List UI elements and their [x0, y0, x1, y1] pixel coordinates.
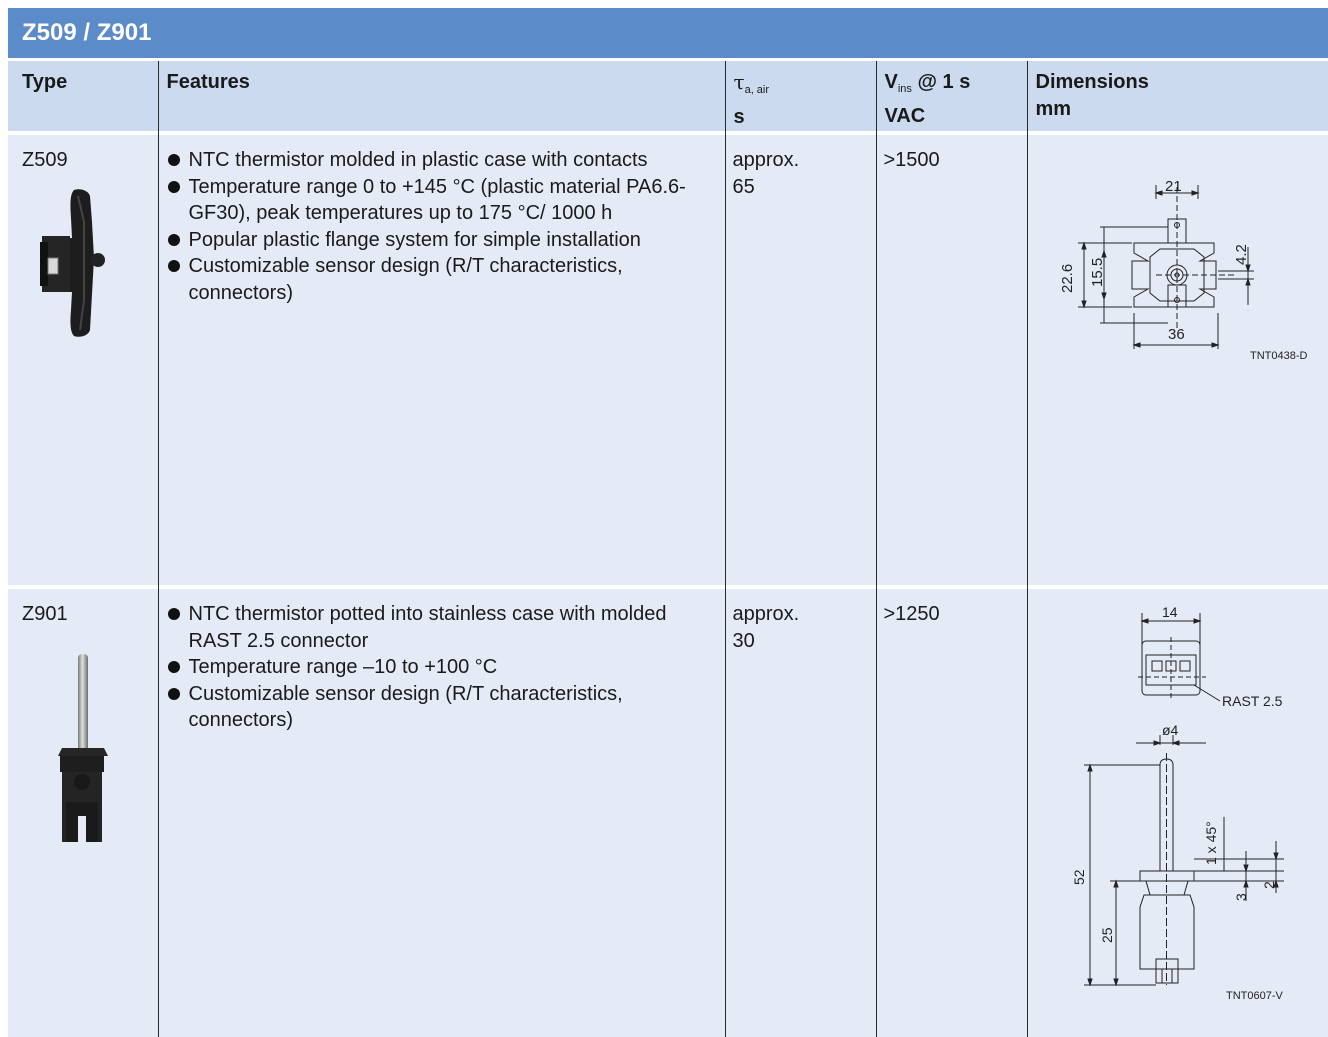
svg-text:36: 36: [1168, 326, 1185, 343]
vins-cell: >1250: [876, 589, 1027, 1037]
type-name: Z509: [22, 149, 68, 171]
list-item: Popular plastic flange system for simple…: [166, 227, 725, 254]
list-item: Customizable sensor design (R/T characte…: [166, 253, 725, 306]
list-item: Customizable sensor design (R/T characte…: [166, 681, 725, 734]
feature-list: NTC thermistor potted into stainless cas…: [166, 601, 725, 734]
page-title: Z509 / Z901: [8, 8, 1328, 58]
vins-cell: >1500: [876, 135, 1027, 585]
z901-product-image: [22, 636, 122, 856]
tau-subscript: a, air: [745, 84, 769, 96]
list-item: NTC thermistor potted into stainless cas…: [166, 601, 725, 654]
type-cell: Z901: [8, 589, 158, 1037]
vins-subscript: ins: [898, 83, 912, 95]
svg-text:52: 52: [1071, 869, 1087, 885]
vins-condition: @ 1 s: [912, 71, 970, 93]
list-item: Temperature range –10 to +100 °C: [166, 654, 725, 681]
svg-text:15.5: 15.5: [1089, 258, 1106, 287]
dimensions-cell: 21 36: [1027, 135, 1328, 585]
spec-table: Type Features τa, air s Vins @ 1 s VAC D…: [8, 61, 1328, 1037]
dimensions-label: Dimensions: [1036, 69, 1328, 96]
col-header-tau: τa, air s: [725, 61, 876, 131]
feature-list: NTC thermistor molded in plastic case wi…: [166, 147, 725, 306]
vins-symbol: V: [885, 71, 898, 93]
table-row: Z901: [8, 589, 1328, 1037]
bullet-icon: [168, 608, 180, 620]
dim-label: 21: [1165, 178, 1182, 195]
col-header-features: Features: [158, 61, 725, 131]
table-header-row: Type Features τa, air s Vins @ 1 s VAC D…: [8, 61, 1328, 131]
svg-text:22.6: 22.6: [1059, 264, 1076, 293]
bullet-icon: [168, 260, 180, 272]
type-cell: Z509: [8, 135, 158, 585]
svg-text:1 x 45°: 1 x 45°: [1203, 821, 1219, 865]
z509-dimension-drawing: 21 36: [1028, 135, 1328, 575]
z509-product-image: [22, 182, 122, 342]
rast-label: RAST 2.5: [1222, 693, 1283, 709]
list-item: NTC thermistor molded in plastic case wi…: [166, 147, 725, 174]
features-cell: NTC thermistor molded in plastic case wi…: [158, 135, 725, 585]
col-header-dimensions: Dimensions mm: [1027, 61, 1328, 131]
dimensions-cell: 14 RAST 2.5 ø4: [1027, 589, 1328, 1037]
svg-text:25: 25: [1099, 927, 1115, 943]
drawing-code: TNT0607-V: [1226, 990, 1284, 1002]
bullet-icon: [168, 688, 180, 700]
svg-text:2: 2: [1261, 881, 1277, 889]
tau-unit: s: [734, 104, 876, 131]
vins-unit: VAC: [885, 103, 1027, 130]
tau-cell: approx. 65: [725, 135, 876, 585]
list-item: Temperature range 0 to +145 °C (plastic …: [166, 174, 725, 227]
dimensions-unit: mm: [1036, 96, 1328, 123]
svg-text:14: 14: [1162, 604, 1178, 620]
tau-cell: approx. 30: [725, 589, 876, 1037]
bullet-icon: [168, 181, 180, 193]
bullet-icon: [168, 234, 180, 246]
svg-text:3: 3: [1233, 893, 1249, 901]
svg-text:4.2: 4.2: [1233, 244, 1250, 265]
bullet-icon: [168, 154, 180, 166]
features-cell: NTC thermistor potted into stainless cas…: [158, 589, 725, 1037]
z901-dimension-drawing: 14 RAST 2.5 ø4: [1028, 589, 1328, 1029]
type-name: Z901: [22, 603, 68, 625]
table-row: Z509 NTC thermistor molded in plastic ca…: [8, 135, 1328, 585]
tau-symbol: τ: [734, 70, 745, 94]
col-header-type: Type: [8, 61, 158, 131]
drawing-code: TNT0438-D: [1250, 350, 1308, 362]
bullet-icon: [168, 661, 180, 673]
svg-text:ø4: ø4: [1162, 722, 1179, 738]
col-header-vins: Vins @ 1 s VAC: [876, 61, 1027, 131]
